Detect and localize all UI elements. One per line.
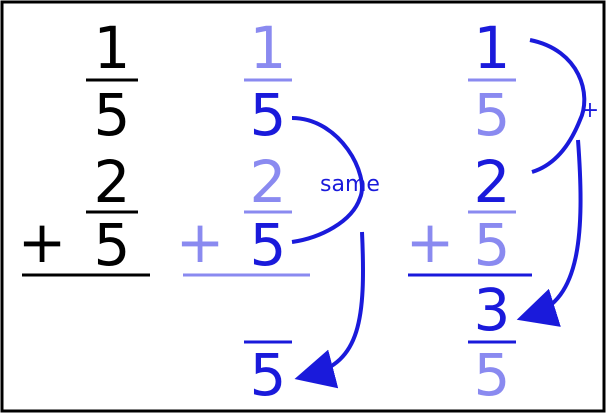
col1-bottom-numerator: 2 — [94, 148, 131, 216]
col3-bottom-denominator: 5 — [474, 211, 511, 279]
col1-plus-sign: + — [18, 208, 67, 276]
col3-bottom-numerator: 2 — [474, 148, 511, 216]
col1-top-numerator: 1 — [94, 14, 131, 82]
column-1: 1 5 2 + 5 — [18, 14, 150, 279]
col3-plus-label: + — [581, 98, 599, 123]
col2-top-numerator: 1 — [250, 14, 287, 82]
col1-top-denominator: 5 — [94, 81, 131, 149]
col2-same-bracket — [291, 116, 364, 244]
col3-top-numerator: 1 — [474, 14, 511, 82]
col2-same-label: same — [320, 172, 380, 197]
col2-bottom-denominator: 5 — [250, 211, 287, 279]
col3-plus-bracket — [529, 38, 587, 174]
col3-result-denominator: 5 — [474, 341, 511, 409]
col2-bottom-numerator: 2 — [250, 148, 287, 216]
col3-top-denominator: 5 — [474, 81, 511, 149]
col2-top-denominator: 5 — [250, 81, 287, 149]
column-2: 1 5 2 + 5 same 5 — [176, 14, 380, 409]
col3-result-numerator: 3 — [474, 276, 511, 344]
col2-down-arrow — [294, 231, 366, 389]
col3-plus-sign: + — [406, 208, 455, 276]
col2-plus-sign: + — [176, 208, 225, 276]
col1-bottom-denominator: 5 — [94, 211, 131, 279]
col2-result-denominator: 5 — [250, 341, 287, 409]
column-3: 1 5 2 + 5 + 3 5 — [406, 14, 600, 409]
col3-down-arrow — [516, 139, 583, 327]
